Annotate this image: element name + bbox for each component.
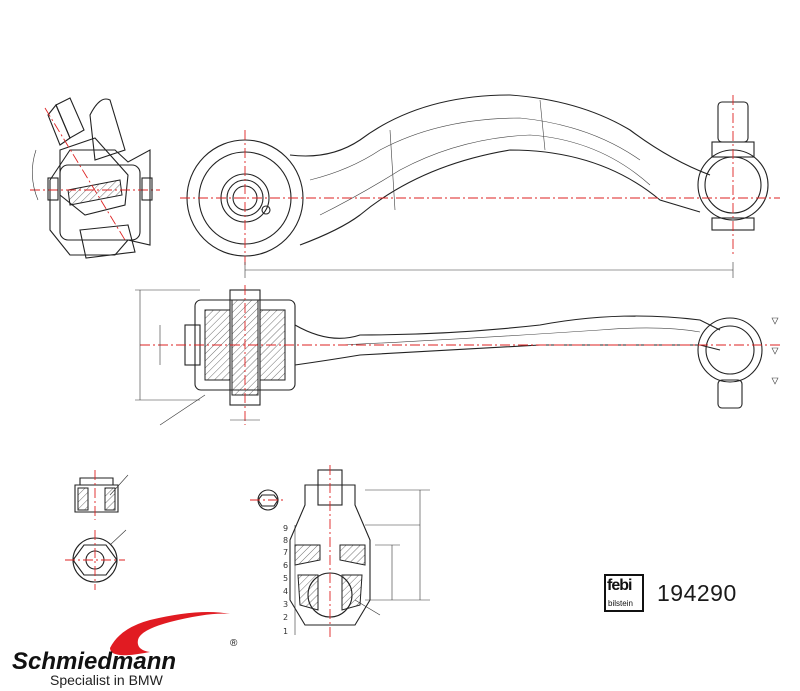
brand-tagline: Specialist in BMW xyxy=(50,672,163,688)
callout-6: 6 xyxy=(283,561,288,570)
callout-4: 4 xyxy=(283,587,288,596)
callout-7: 7 xyxy=(283,548,288,557)
brand-name: Schmiedmann xyxy=(12,648,177,675)
callout-8: 8 xyxy=(283,536,288,545)
top-view-arm xyxy=(180,94,780,278)
part-number: 194290 xyxy=(657,580,737,606)
side-view xyxy=(30,97,160,259)
callout-3: 3 xyxy=(283,600,288,609)
callout-scale: 1 2 3 4 5 6 7 8 9 xyxy=(283,524,296,636)
febi-logo-subword: bilstein xyxy=(608,599,633,608)
febi-logo: febi bilstein xyxy=(604,574,644,612)
front-view-arm xyxy=(135,285,780,426)
ball-joint-section: 1 2 3 4 5 6 7 8 9 xyxy=(250,465,430,640)
callout-1: 1 xyxy=(283,627,288,636)
nut-views xyxy=(65,470,129,590)
callout-2: 2 xyxy=(283,613,288,622)
febi-logo-word: febi xyxy=(607,577,632,594)
brand-registered-mark: ® xyxy=(230,638,238,649)
brand-swoosh xyxy=(110,612,230,656)
callout-9: 9 xyxy=(283,524,288,533)
callout-5: 5 xyxy=(283,574,288,583)
